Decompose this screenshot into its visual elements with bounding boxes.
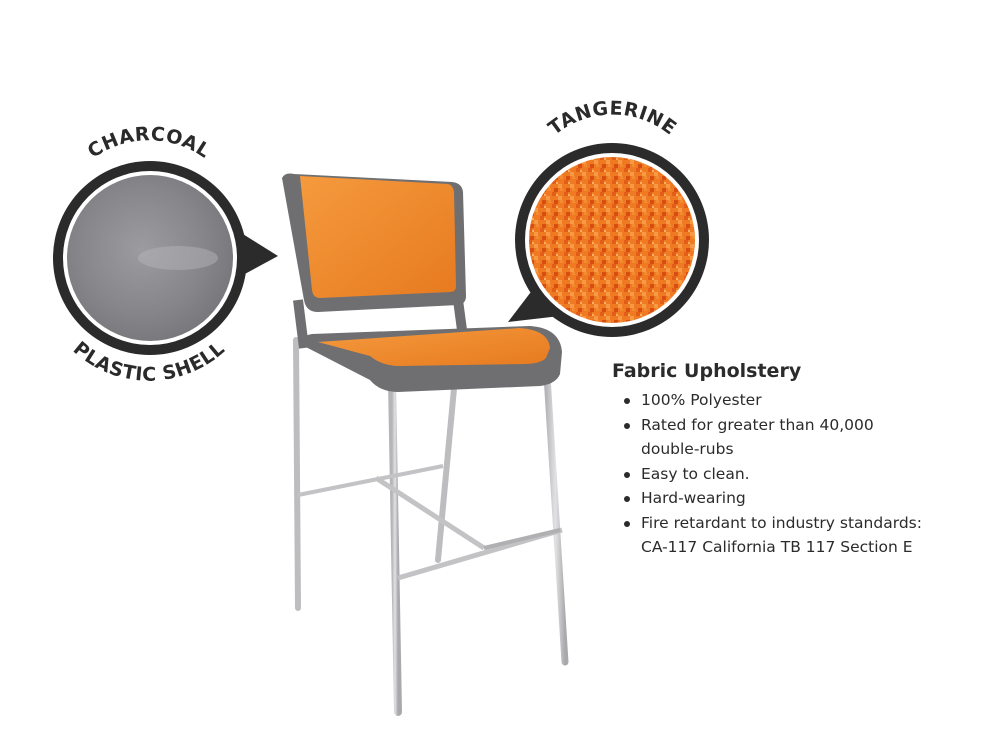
swatch-top-label: TANGERINE <box>544 97 680 139</box>
stool-footrest <box>297 464 563 581</box>
list-item: Rated for greater than 40,000 double-rub… <box>624 413 992 462</box>
list-item: Hard-wearing <box>624 486 992 511</box>
stool-seat <box>300 326 562 392</box>
list-item: 100% Polyester <box>624 388 992 413</box>
info-bullets: 100% Polyester Rated for greater than 40… <box>612 388 992 560</box>
list-item: Fire retardant to industry standards: CA… <box>624 511 992 560</box>
plastic-swatch-fill <box>67 175 233 341</box>
stool-backrest <box>282 173 467 349</box>
fabric-info: Fabric Upholstery 100% Polyester Rated f… <box>612 360 992 560</box>
list-item: Easy to clean. <box>624 462 992 487</box>
stool-legs <box>293 337 569 716</box>
info-title: Fabric Upholstery <box>612 360 802 382</box>
fabric-swatch-fill <box>529 157 695 323</box>
